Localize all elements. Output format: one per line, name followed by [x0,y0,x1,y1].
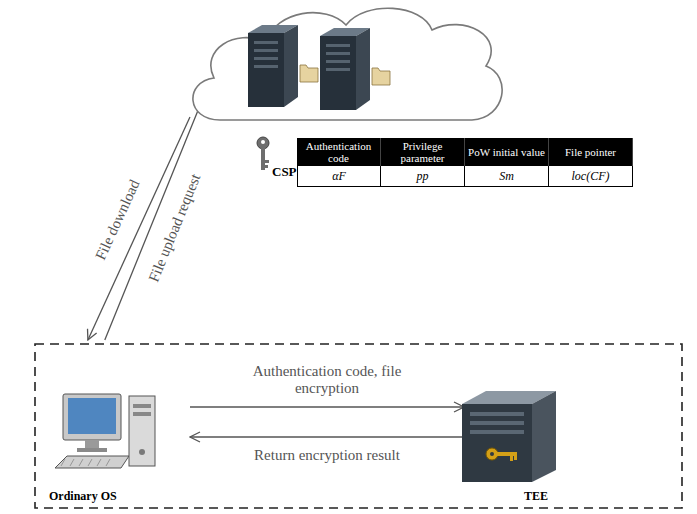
table-header-cell: File pointer [549,138,633,166]
computer-icon [55,394,155,468]
node-shape [452,386,567,506]
dashed-boundary [35,344,682,508]
arrow-connector [190,436,464,437]
table-value-cell: pp [381,166,465,187]
table-header-cell: Privilege parameter [381,138,465,166]
edge-label: File download [91,175,144,264]
node-shape [45,386,175,506]
folder-icon [300,65,318,82]
node-label: TEE [524,489,548,504]
tee-server-icon [462,391,556,482]
cloud-outline [193,8,502,120]
tee-node: TEE [452,386,567,506]
table-value-cell: loc(CF) [549,166,633,187]
edge-label: Return encryption result [252,447,402,464]
node-shape [180,0,512,130]
folder-icon [372,68,390,85]
edge-label: File upload request [145,169,206,286]
edge-label: Authentication code, file encryption [250,363,404,398]
ordinary-os-node: Ordinary OS [45,386,175,506]
table-value-cell: αF [297,166,381,187]
node-label: CSP [272,164,297,180]
node-label: Ordinary OS [49,489,117,504]
server-icon [248,25,318,107]
server-icon [320,28,390,110]
table-header-cell: Authentication code [297,138,381,166]
table-value-cell: Sm [465,166,549,187]
key-icon [257,137,269,170]
table-header-cell: PoW initial value [465,138,549,166]
arrow-connector [190,406,464,407]
cloud-service-provider: CSP [180,0,512,130]
